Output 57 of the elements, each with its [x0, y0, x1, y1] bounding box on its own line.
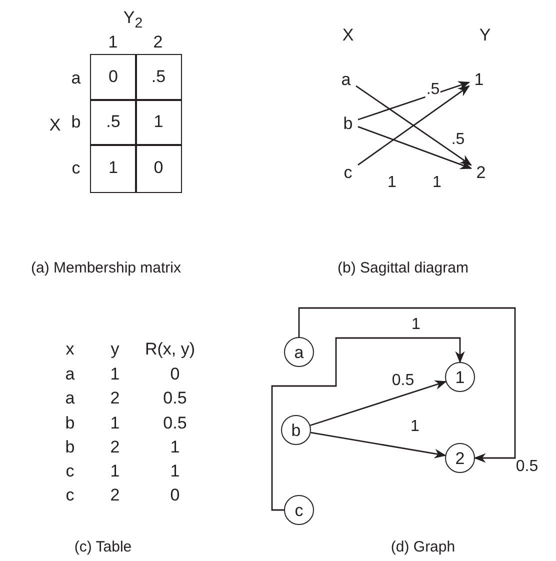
caption: (a) Membership matrix [30, 260, 182, 276]
caption: (c) Table [74, 540, 132, 554]
set-label: Y [479, 26, 491, 44]
set-element: b [340, 113, 356, 133]
table-value: b [65, 414, 75, 432]
arrow [358, 126, 472, 170]
arrow [310, 432, 446, 458]
table-value: 0.5 [163, 414, 187, 432]
set-label: X [342, 26, 354, 44]
row-header: b [71, 114, 81, 130]
table-header: x [66, 340, 74, 358]
arrow [310, 380, 447, 426]
axis-label: X [49, 116, 61, 134]
set-element: a [338, 69, 354, 89]
table-value: c [66, 462, 74, 480]
set-element: 1 [471, 69, 487, 89]
matrix-value: 1 [135, 99, 182, 146]
arrow [298, 307, 516, 463]
table-value: 0 [170, 366, 180, 382]
table-value: a [65, 366, 75, 382]
column-header: 1 [108, 34, 118, 50]
matrix-value: 1 [90, 144, 136, 192]
table-value: 1 [170, 438, 180, 456]
caption: (d) Graph [390, 540, 456, 554]
edge-label: .5 [425, 82, 441, 98]
graph-node-circle: b [281, 415, 311, 445]
row-header: a [71, 70, 81, 86]
table-value: 1 [110, 414, 120, 432]
axis-label: Y$_{2}$ [123, 9, 143, 31]
table-value: 0.5 [163, 390, 187, 406]
table-value: 0 [170, 486, 180, 504]
table-value: c [66, 486, 74, 504]
table-value: 1 [110, 462, 120, 480]
graph-node-circle: 1 [445, 362, 475, 392]
table-value: 2 [110, 438, 120, 456]
matrix-value: 0 [135, 144, 182, 192]
matrix-value: .5 [135, 54, 182, 100]
table-value: 1 [170, 462, 180, 480]
graph-node-circle: 2 [445, 443, 475, 473]
caption: (b) Sagittal diagram [338, 260, 468, 276]
arrow [271, 337, 465, 511]
graph-node-circle: c [284, 495, 314, 525]
set-element: 2 [473, 162, 489, 182]
set-element: c [340, 162, 356, 182]
arrow [358, 81, 470, 120]
table-header: y [110, 340, 120, 358]
table-value: a [65, 390, 75, 406]
matrix-value: 0 [90, 54, 136, 100]
row-header: c [72, 160, 80, 176]
graph-node-circle: a [284, 337, 314, 367]
column-header: 2 [153, 34, 163, 50]
table-value: 2 [110, 390, 120, 406]
matrix-value: .5 [90, 99, 136, 146]
table-header: R(x, y) [144, 340, 196, 358]
table-value: 1 [110, 366, 120, 382]
table-value: 2 [110, 486, 120, 504]
table-value: b [65, 438, 75, 456]
